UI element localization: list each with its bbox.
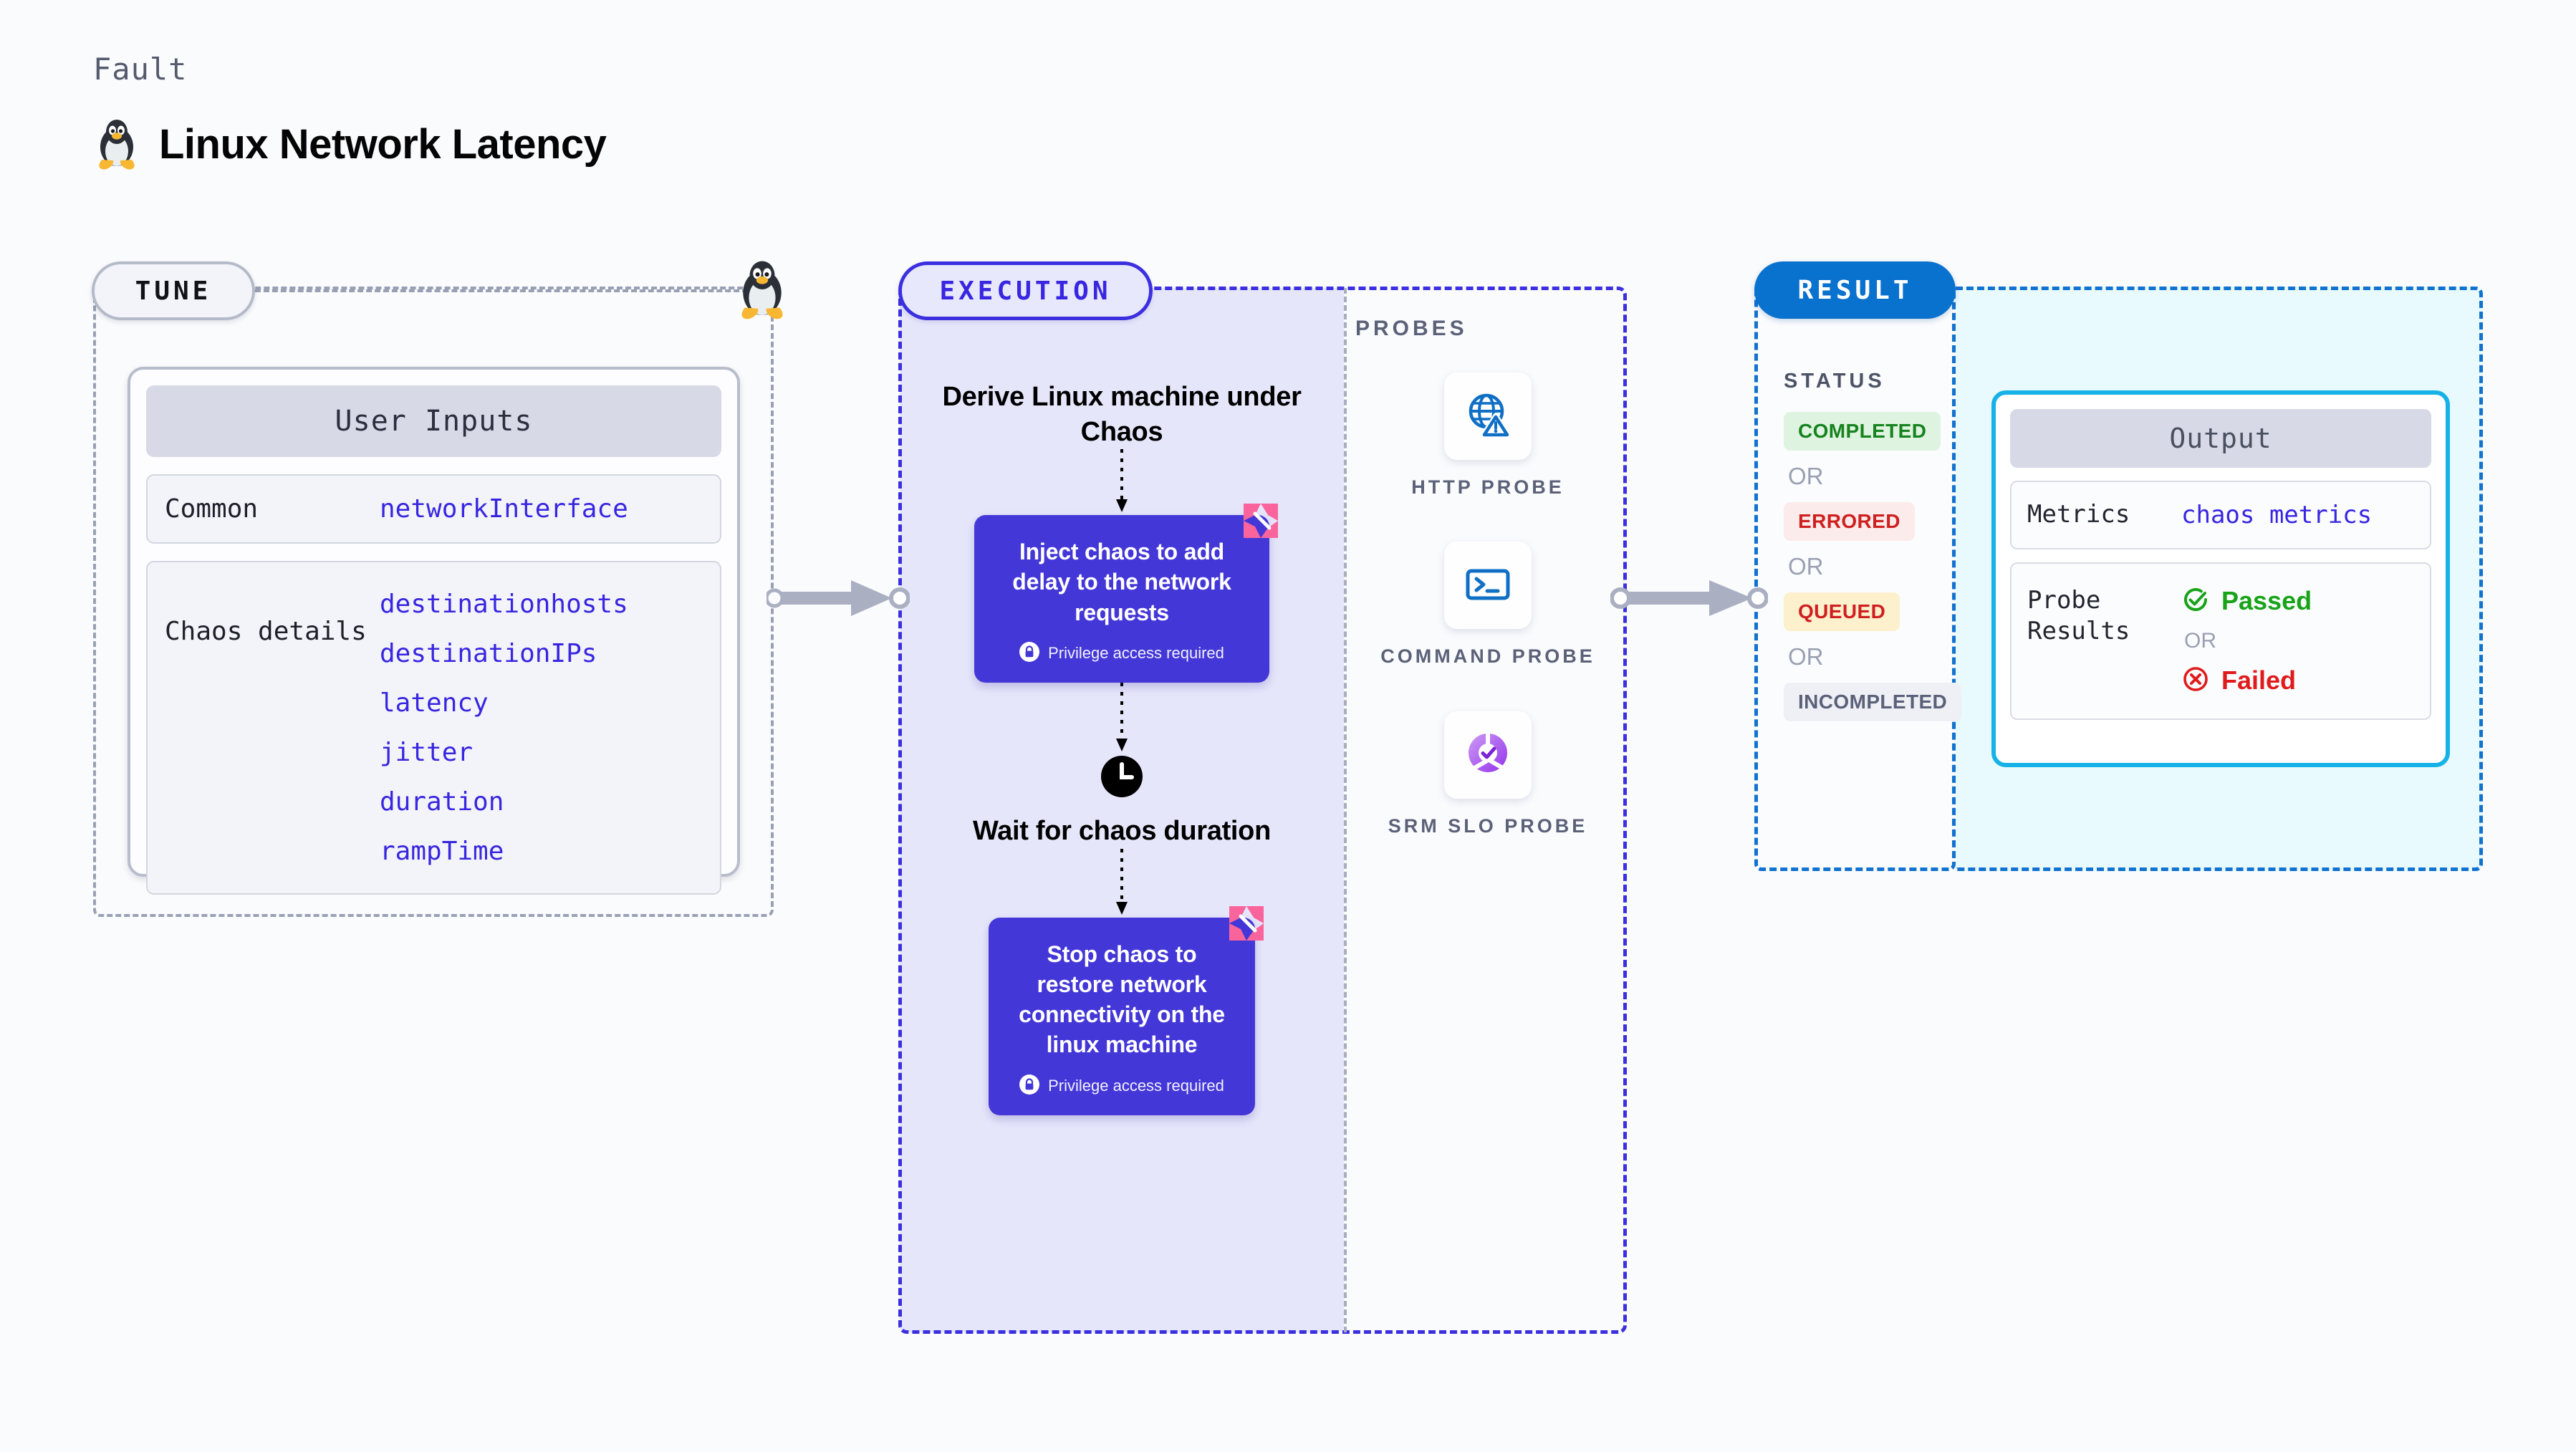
flow-arrow [1116, 848, 1128, 915]
probe-result-or-label: OR [2184, 628, 2216, 653]
harness-chaos-icon [1236, 496, 1288, 552]
tune-row-label: Common [165, 494, 259, 524]
probe-item-command[interactable]: COMMAND PROBE [1380, 542, 1595, 669]
x-circle-icon [2181, 665, 2210, 697]
tune-row-label: Chaos details [165, 617, 367, 646]
execution-pill[interactable]: EXECUTION [898, 261, 1153, 320]
page-title-row: Linux Network Latency [95, 118, 607, 170]
output-metrics-value[interactable]: chaos metrics [2181, 500, 2373, 529]
param-networkinterface[interactable]: networkInterface [380, 494, 628, 524]
flow-step-wait-caption: Wait for chaos duration [972, 815, 1272, 846]
probes-list: HTTP PROBE COMMAND PROBE [1350, 372, 1626, 839]
flow-node-text: Stop chaos to restore network connectivi… [1019, 941, 1225, 1058]
probe-tile [1444, 542, 1532, 630]
probe-result-passed-text: Passed [2221, 586, 2312, 616]
user-inputs-title: User Inputs [146, 385, 721, 457]
probe-label: COMMAND PROBE [1380, 645, 1595, 668]
tune-pill[interactable]: TUNE [92, 261, 255, 320]
probes-label: PROBES [1355, 317, 1468, 340]
status-or-label: OR [1788, 643, 1824, 670]
output-title: Output [2010, 409, 2431, 468]
tune-row-values: networkInterface [380, 494, 628, 524]
page-title: Linux Network Latency [159, 120, 607, 168]
clock-icon [1100, 754, 1144, 802]
param-destinationips[interactable]: destinationIPs [380, 639, 597, 668]
status-badge-errored: ERRORED [1784, 502, 1915, 541]
flow-arrow [1116, 449, 1128, 513]
status-or-label: OR [1788, 553, 1824, 580]
privilege-notice: Privilege access required [999, 641, 1245, 665]
output-row-label: Metrics [2027, 500, 2130, 529]
param-ramptime[interactable]: rampTime [380, 837, 504, 866]
lock-icon [1019, 1074, 1040, 1098]
check-circle-icon [2181, 585, 2210, 617]
flow-node-inject-chaos[interactable]: Inject chaos to add delay to the network… [974, 504, 1278, 683]
slo-donut-check-icon [1463, 728, 1513, 782]
status-badge-list: COMPLETED OR ERRORED OR QUEUED OR INCOMP… [1784, 412, 1962, 721]
harness-chaos-icon [1222, 899, 1274, 954]
probe-result-failed: Failed [2181, 665, 2312, 697]
status-badge-completed: COMPLETED [1784, 412, 1941, 451]
execution-probes-region [898, 287, 1627, 1334]
output-card: Output Metrics chaos metrics Probe Resul… [1991, 390, 2450, 767]
tune-row-common: Common networkInterface [146, 474, 721, 544]
tune-row-values: destinationhosts destinationIPs latency … [380, 590, 628, 866]
probe-label: HTTP PROBE [1411, 476, 1565, 498]
tune-linux-penguin-icon [736, 259, 788, 323]
probe-result-failed-text: Failed [2221, 665, 2297, 696]
status-badge-queued: QUEUED [1784, 592, 1900, 631]
param-latency[interactable]: latency [380, 688, 489, 718]
result-pill[interactable]: RESULT [1754, 261, 1956, 319]
privilege-text: Privilege access required [1048, 1077, 1224, 1095]
privilege-notice: Privilege access required [1013, 1074, 1231, 1098]
tune-dashed-connector [255, 289, 756, 292]
flow-node-text: Inject chaos to add delay to the network… [1012, 539, 1231, 625]
output-row-probe-results: Probe Results Passed OR [2010, 562, 2431, 720]
execution-flow: Derive Linux machine under Chaos Inject … [900, 380, 1344, 1115]
tune-row-chaos-details: Chaos details destinationhosts destinati… [146, 561, 721, 895]
param-jitter[interactable]: jitter [380, 738, 474, 767]
connector-execution-to-result [1610, 573, 1769, 627]
connector-tune-to-execution [764, 573, 910, 627]
probe-result-passed: Passed [2181, 585, 2312, 617]
output-row-label: Probe Results [2027, 585, 2130, 646]
probe-label: SRM SLO PROBE [1388, 814, 1588, 837]
probe-result-states: Passed OR Failed [2181, 585, 2312, 697]
flow-step-derive-caption: Derive Linux machine under Chaos [942, 382, 1302, 447]
privilege-text: Privilege access required [1048, 644, 1224, 663]
probe-item-srm-slo[interactable]: SRM SLO PROBE [1388, 711, 1588, 839]
probe-tile [1444, 372, 1532, 460]
status-section-label: STATUS [1784, 370, 1885, 393]
status-or-label: OR [1788, 463, 1824, 489]
probe-item-http[interactable]: HTTP PROBE [1411, 372, 1565, 500]
flow-arrow [1116, 682, 1128, 751]
linux-penguin-icon [95, 118, 139, 170]
param-duration[interactable]: duration [380, 787, 504, 817]
probe-tile [1444, 711, 1532, 799]
param-destinationhosts[interactable]: destinationhosts [380, 590, 628, 619]
globe-warning-icon [1463, 390, 1513, 443]
terminal-icon [1463, 559, 1513, 612]
lock-icon [1019, 641, 1040, 665]
probes-divider [1344, 288, 1347, 1332]
user-inputs-card: User Inputs Common networkInterface Chao… [128, 367, 740, 895]
flow-node-stop-chaos[interactable]: Stop chaos to restore network connectivi… [989, 905, 1264, 1115]
page-eyebrow: Fault [93, 52, 188, 87]
output-row-metrics: Metrics chaos metrics [2010, 481, 2431, 549]
status-badge-incompleted: INCOMPLETED [1784, 683, 1962, 721]
